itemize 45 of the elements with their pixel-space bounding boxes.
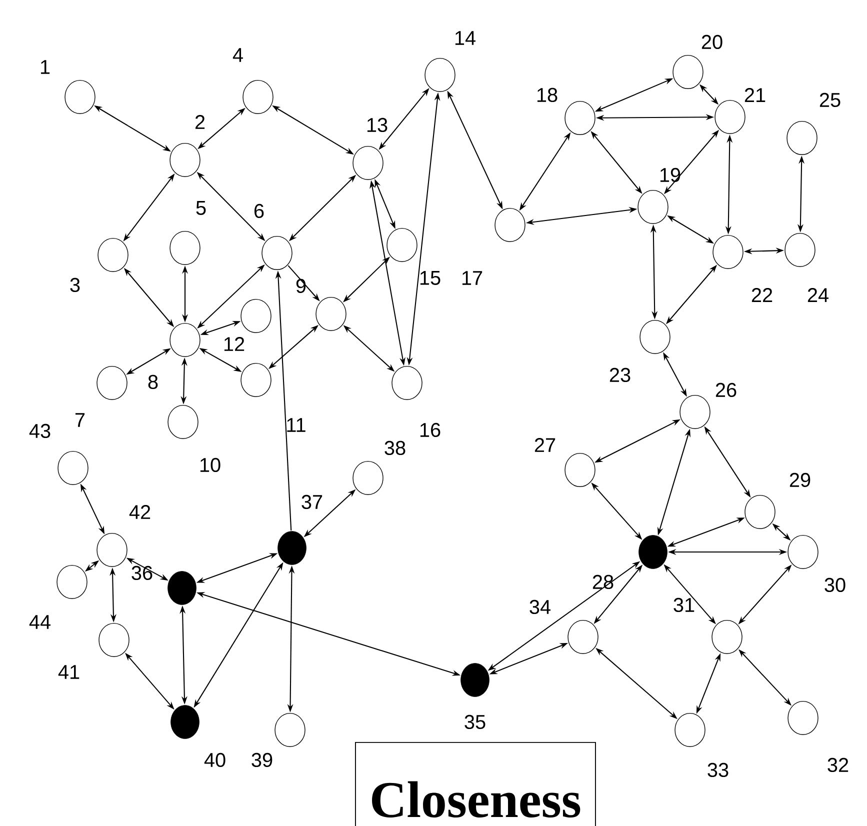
node-number: 30 (824, 578, 846, 592)
node-number: 40 (204, 752, 226, 768)
node-number: 20 (702, 34, 722, 50)
node-number: 29 (790, 472, 810, 488)
node-number: 41 (58, 665, 80, 679)
node-number: 32 (828, 758, 848, 772)
node-number: 21 (744, 88, 766, 102)
node-number: 39 (252, 752, 272, 768)
node-number: 5 (196, 201, 206, 215)
node-number: 13 (367, 118, 388, 132)
node-number: 11 (287, 418, 306, 432)
node-number: 27 (534, 438, 556, 452)
node-number: 3 (70, 278, 80, 292)
node-number: 8 (148, 374, 158, 390)
node-number: 43 (29, 424, 50, 438)
node-number: 22 (752, 288, 772, 302)
node-number: 7 (76, 413, 85, 427)
node-number: 31 (674, 598, 694, 612)
node-number: 35 (464, 714, 486, 730)
node-number: 28 (592, 574, 614, 590)
node-number: 38 (384, 440, 406, 456)
node-number: 2 (195, 115, 205, 129)
node-number: 14 (455, 31, 476, 45)
node-number: 17 (462, 271, 482, 285)
node-number: 6 (254, 204, 264, 218)
node-number: 18 (537, 88, 558, 102)
node-number: 25 (820, 92, 840, 108)
node-number: 24 (808, 288, 828, 302)
node-number: 33 (708, 762, 728, 778)
node-number: 16 (420, 422, 440, 438)
node-number: 26 (716, 382, 736, 398)
node-number: 34 (530, 600, 550, 614)
node-number: 9 (296, 278, 306, 294)
node-number: 44 (29, 615, 50, 629)
node-number: 12 (224, 337, 244, 351)
node-number: 37 (302, 494, 322, 510)
node-number: 42 (129, 505, 150, 519)
node-number: 10 (200, 458, 220, 472)
node-number: 19 (660, 168, 680, 182)
node-number: 15 (420, 271, 440, 285)
node-number: 36 (132, 566, 152, 580)
node-number: 23 (610, 368, 630, 382)
node-number: 4 (232, 48, 243, 62)
title-box: Closeness (355, 742, 596, 826)
node-number: 1 (41, 60, 50, 74)
